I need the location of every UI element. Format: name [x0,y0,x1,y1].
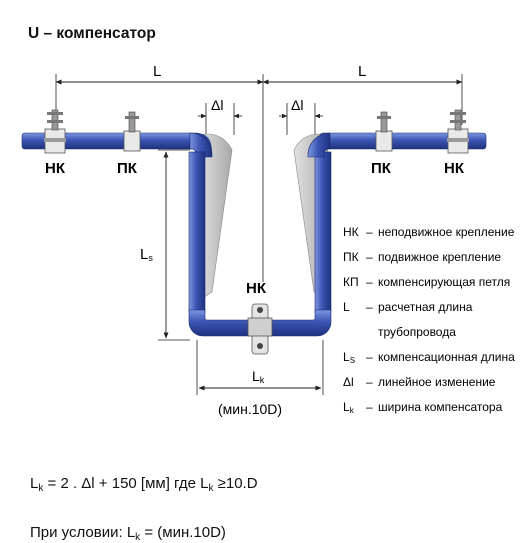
sliding-support-right [375,111,393,152]
legend-dash: – [366,400,373,414]
dim-Lk: Lk [252,368,265,385]
legend-dash: – [366,300,373,314]
dimension-Lk: Lk (мин.10D) [196,340,324,417]
label-nk-right: НК [444,160,465,177]
pipe-right-vertical [314,151,332,313]
legend-dash: – [366,375,373,389]
legend-key: Lk [343,400,355,415]
legend-key: L [343,300,350,314]
expansion-ghost-left [197,133,233,301]
dim-L-left: L [153,63,161,80]
legend-dash: – [366,350,373,364]
legend-dash: – [366,225,373,239]
fixed-support-left [44,109,66,154]
dim-L-right: L [358,63,366,80]
legend-key: КП [343,275,359,289]
legend-text: компенсирующая петля [378,275,510,289]
sliding-support-left [123,111,141,152]
dim-delta-left: Δl [211,97,223,113]
fixed-support-center [247,303,273,355]
dim-delta-right: Δl [291,97,303,113]
legend-text: подвижное крепление [378,250,501,264]
legend-text: расчетная длина [378,300,473,314]
legend-text: трубопровода [378,325,456,339]
legend-key: ПК [343,250,359,264]
label-nk-left: НК [45,160,66,177]
dim-Ls: Ls [140,246,153,263]
fixed-support-right [447,109,469,154]
legend-text: линейное изменение [378,375,496,389]
legend-text: ширина компенсатора [378,400,503,414]
legend-dash: – [366,250,373,264]
page-title: U – компенсатор [28,25,156,42]
label-pk-right: ПК [371,160,392,177]
dim-min-note: (мин.10D) [218,401,282,417]
pipe-left-vertical [188,151,206,313]
legend-dash: – [366,275,373,289]
formula: Lk = 2 . Δl + 150 [мм] где Lk ≥10.D [30,475,258,494]
label-nk-center: НК [246,280,267,297]
legend-key: НК [343,225,359,239]
condition: При условии: Lk = (мин.10D) [30,524,226,543]
dimension-Ls: Ls [140,149,190,341]
dimension-delta: Δl Δl [198,97,323,135]
label-pk-left: ПК [117,160,138,177]
legend-text: неподвижное крепление [378,225,515,239]
legend-key: LS [343,350,355,365]
legend-key: Δl [343,375,354,389]
legend-text: компенсационная длина [378,350,515,364]
